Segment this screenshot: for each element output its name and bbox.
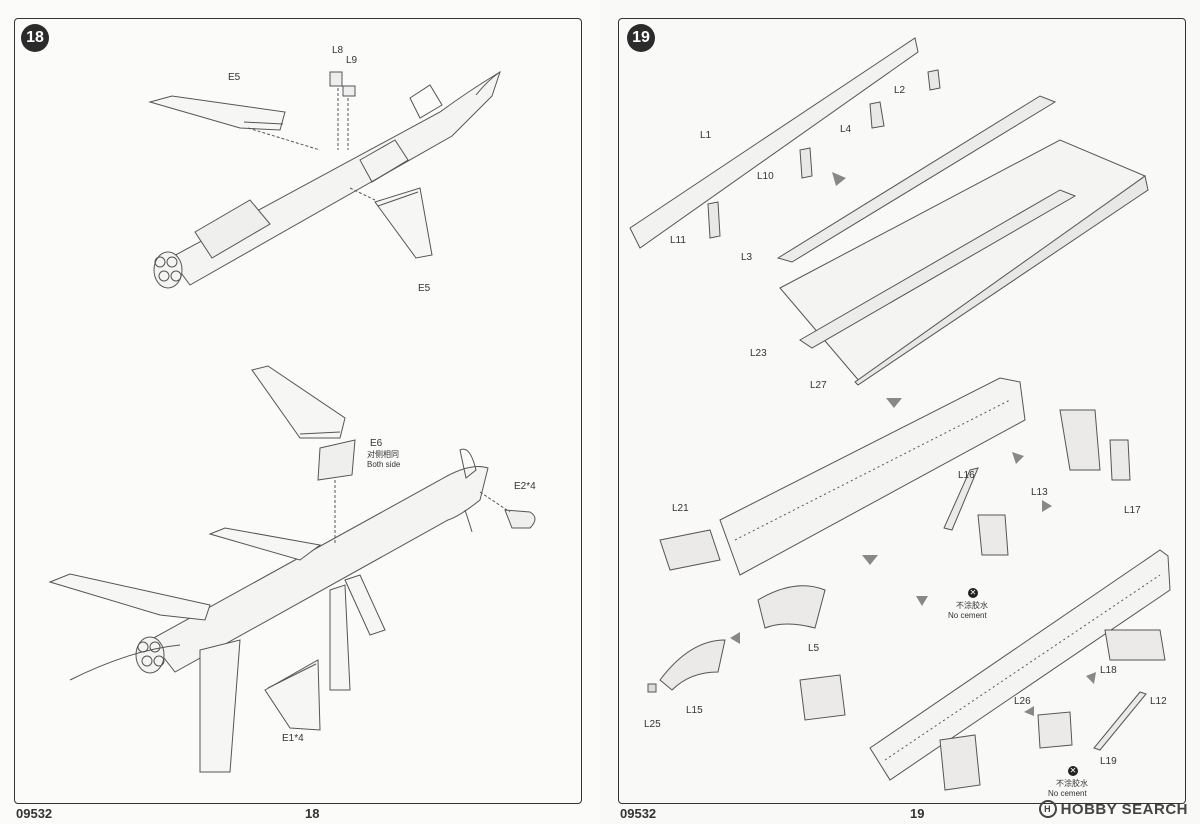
footer-product-code: 09532 bbox=[16, 806, 53, 821]
label-e2: E2*4 bbox=[514, 481, 536, 492]
no-cement-cn-2: 不涂胶水 bbox=[1056, 779, 1088, 788]
label-l17: L17 bbox=[1124, 505, 1141, 516]
label-e5-top: E5 bbox=[228, 72, 241, 83]
label-l10: L10 bbox=[757, 171, 774, 182]
launcher-rail-drawing bbox=[629, 37, 1171, 791]
label-l16: L16 bbox=[958, 470, 975, 481]
rail-beam-lower bbox=[869, 549, 1171, 781]
label-l2: L2 bbox=[894, 85, 906, 96]
fins-bottom-assembly bbox=[48, 527, 386, 773]
hobby-search-logo-icon: H bbox=[1038, 800, 1057, 818]
label-e6: E6 bbox=[370, 438, 383, 449]
label-l13: L13 bbox=[1031, 487, 1048, 498]
missile-body-top bbox=[153, 70, 501, 289]
no-cement-icon: ✕ bbox=[968, 588, 978, 598]
label-l27: L27 bbox=[810, 380, 827, 391]
footer-page-number: 19 bbox=[910, 806, 925, 821]
right-page-frame bbox=[618, 18, 1186, 804]
label-l4: L4 bbox=[840, 124, 852, 135]
label-e1: E1*4 bbox=[282, 733, 304, 744]
label-l19: L19 bbox=[1100, 756, 1117, 767]
watermark-text: HOBBY SEARCH bbox=[1060, 800, 1188, 818]
label-e6-cn: 对侧相同 bbox=[367, 450, 399, 459]
left-page: 18 bbox=[0, 0, 600, 824]
label-l3: L3 bbox=[741, 252, 753, 263]
hobby-search-watermark: H HOBBY SEARCH bbox=[1038, 800, 1188, 818]
no-cement-en-1: No cement bbox=[948, 611, 987, 620]
label-l11: L11 bbox=[670, 235, 686, 246]
left-page-frame bbox=[14, 18, 582, 804]
no-cement-icon: ✕ bbox=[1068, 766, 1078, 776]
bracket-parts bbox=[647, 409, 1166, 791]
label-e6-en: Both side bbox=[367, 460, 401, 469]
direction-arrows bbox=[730, 172, 1096, 716]
no-cement-cn-1: 不涂胶水 bbox=[956, 601, 988, 610]
part-e2 bbox=[479, 491, 536, 529]
missile-assembly-drawing bbox=[48, 70, 536, 773]
label-l15: L15 bbox=[686, 705, 703, 716]
label-l21: L21 bbox=[672, 503, 689, 514]
label-l18: L18 bbox=[1100, 665, 1117, 676]
label-e5-bottom: E5 bbox=[418, 283, 431, 294]
missile-body-bottom bbox=[135, 448, 489, 674]
footer-product-code: 09532 bbox=[620, 806, 657, 821]
part-e1 bbox=[264, 659, 321, 731]
fin-e5-top bbox=[148, 95, 321, 151]
label-l9: L9 bbox=[346, 55, 358, 66]
footer-page-number: 18 bbox=[305, 806, 320, 821]
no-cement-en-2: No cement bbox=[1048, 789, 1087, 798]
label-l12: L12 bbox=[1150, 696, 1167, 707]
step-badge-18: 18 bbox=[21, 24, 49, 52]
rail-beam-middle bbox=[719, 377, 1026, 576]
rail-channel-upper bbox=[776, 95, 1149, 386]
label-l25: L25 bbox=[644, 719, 661, 730]
rail-side-plate-l1 bbox=[629, 37, 919, 249]
label-l1: L1 bbox=[700, 130, 712, 141]
fin-e5-bottom bbox=[349, 187, 433, 259]
right-page: 19 bbox=[600, 0, 1200, 824]
step-badge-19: 19 bbox=[627, 24, 655, 52]
small-parts-top bbox=[707, 69, 941, 239]
parts-l8-l9 bbox=[329, 71, 356, 150]
label-l23: L23 bbox=[750, 348, 767, 359]
label-l8: L8 bbox=[332, 45, 344, 56]
label-l5: L5 bbox=[808, 643, 820, 654]
fin-e6 bbox=[251, 365, 356, 545]
label-l26: L26 bbox=[1014, 696, 1031, 707]
